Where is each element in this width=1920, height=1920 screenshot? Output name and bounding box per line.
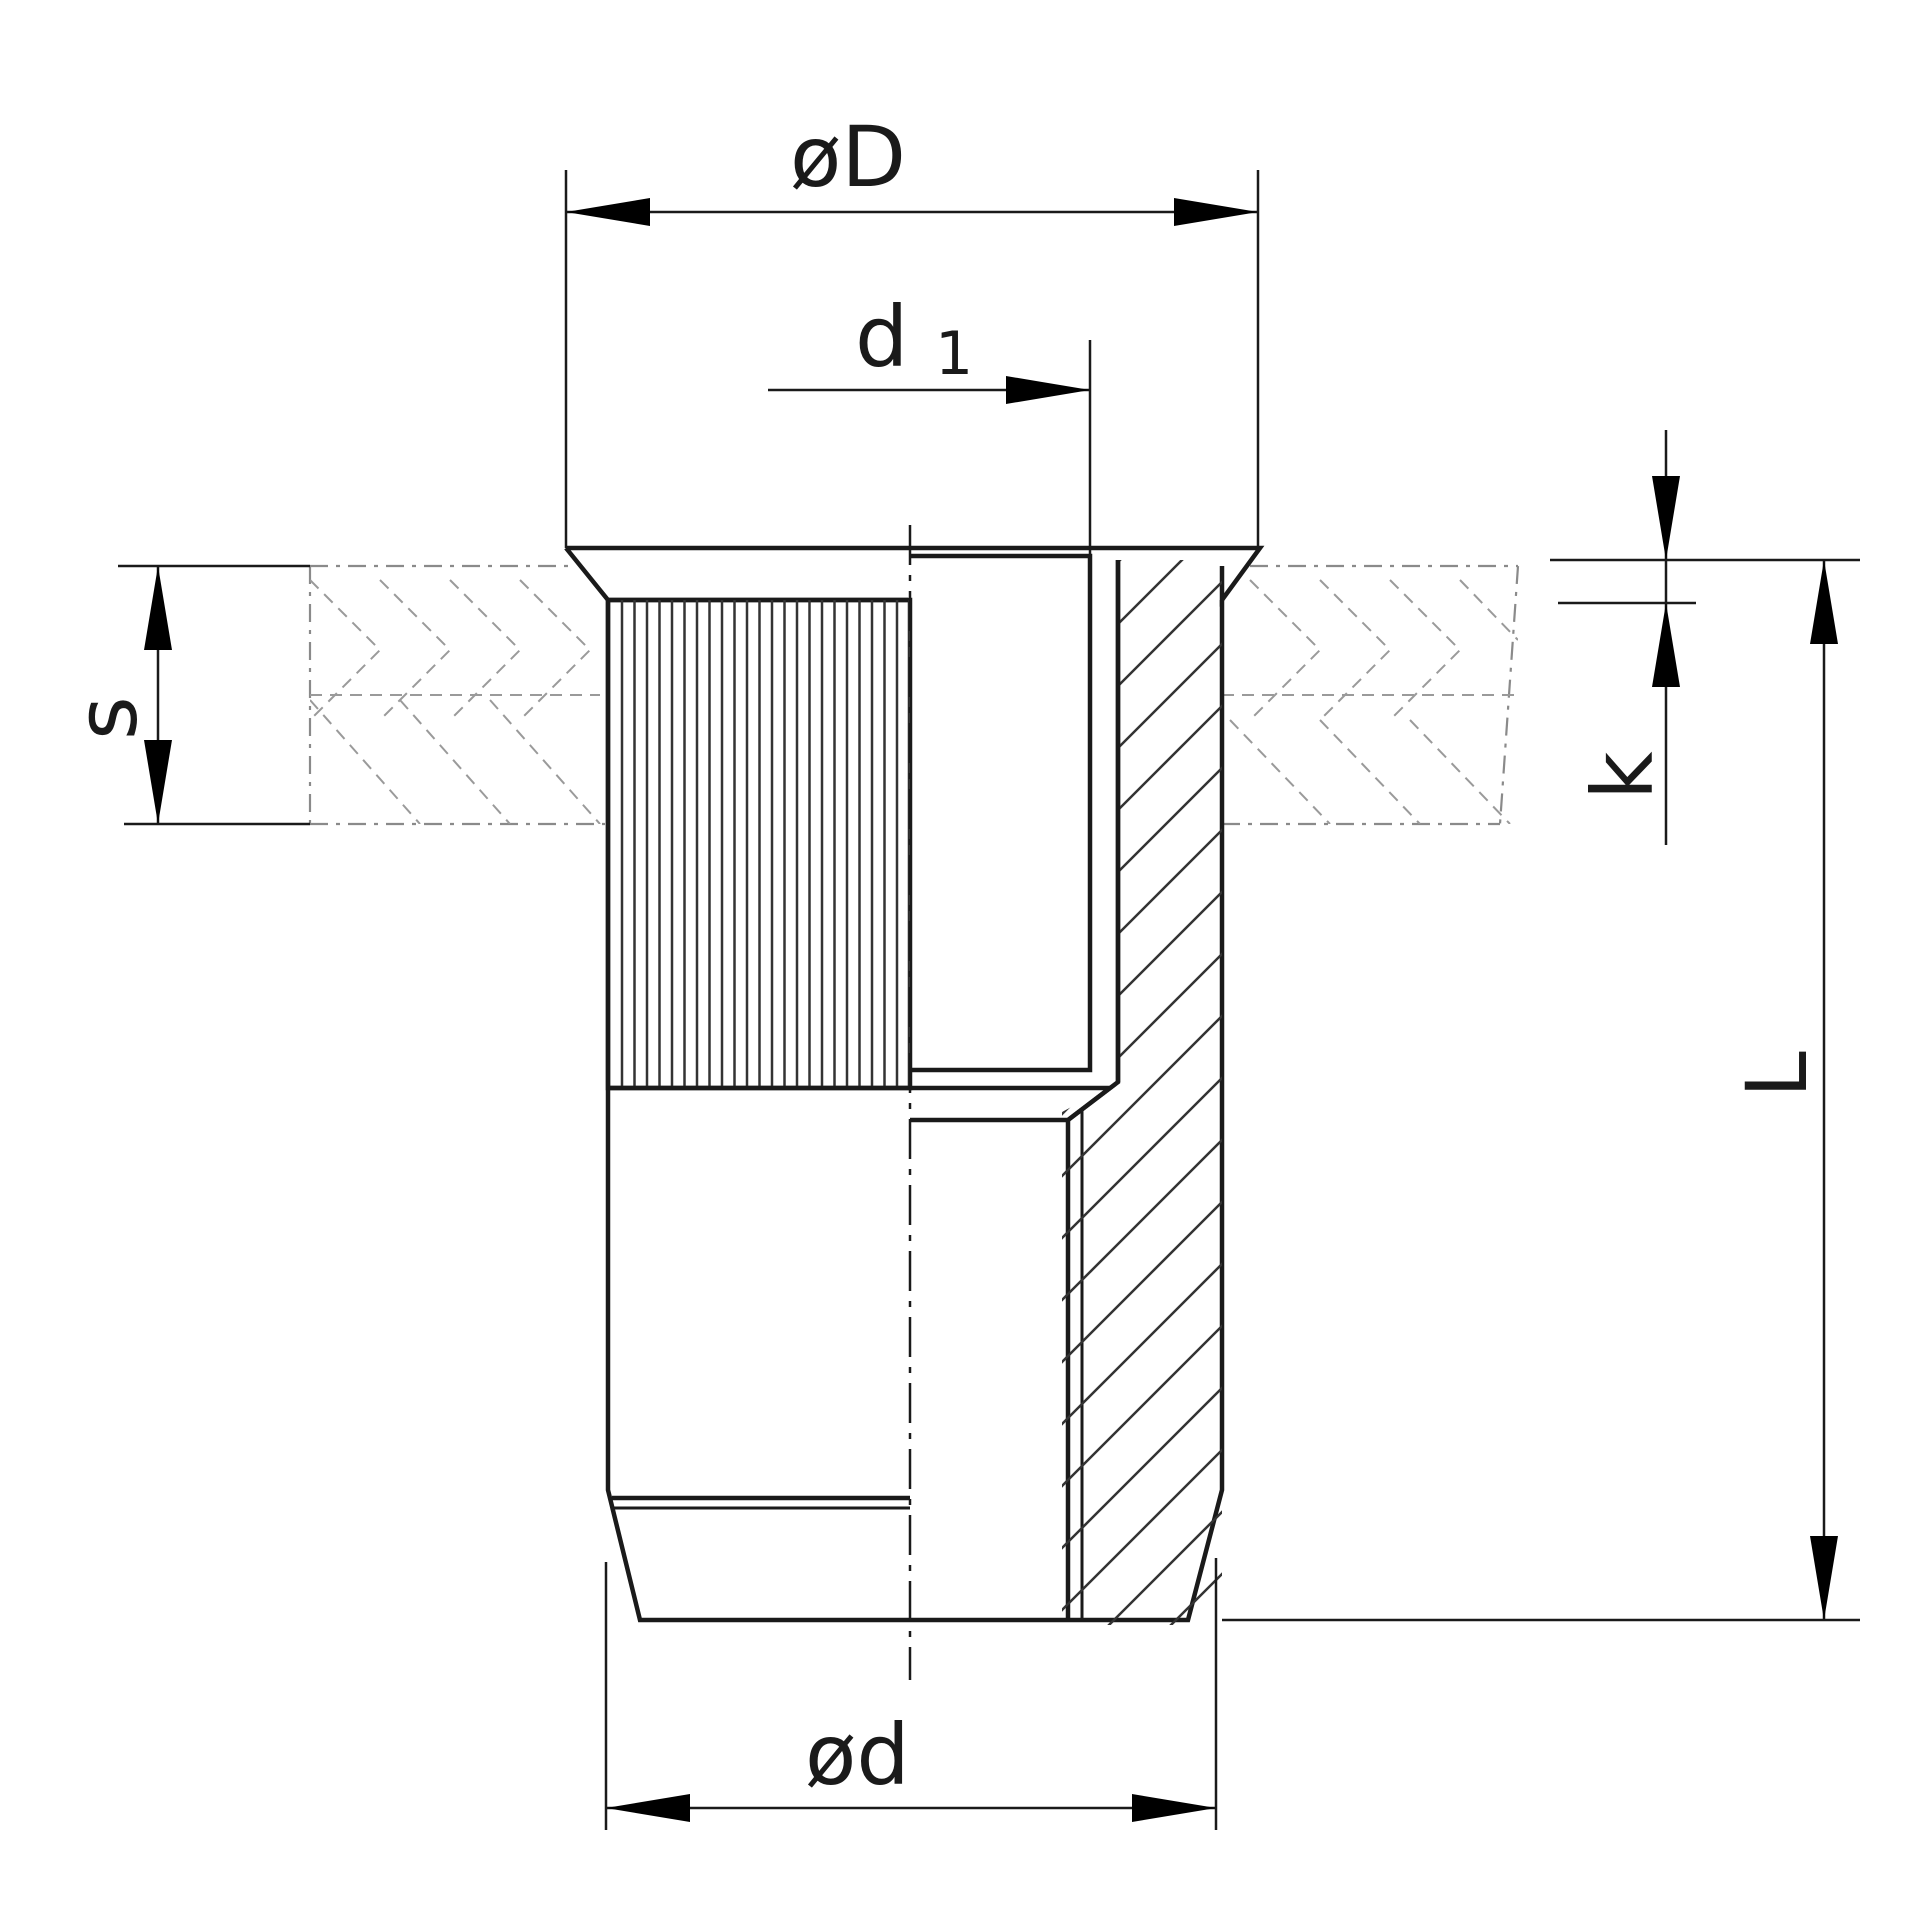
shank-body (605, 600, 1225, 1623)
section-hatch-line (1062, 560, 1222, 641)
section-hatch-line (1062, 687, 1222, 889)
dimension-shank-diameter: ød (604, 1558, 1218, 1830)
section-hatch-line (1062, 873, 1222, 1075)
section-hatch-line (1062, 935, 1222, 1137)
thread-diameter-label: d (855, 288, 908, 386)
section-hatch-line (1062, 1493, 1222, 1625)
outer-diameter-label: øD (790, 108, 906, 206)
section-hatch-line (1062, 1183, 1222, 1385)
head-height-label: k (1574, 751, 1672, 800)
sheet-thickness-label: s (58, 696, 156, 740)
length-label: L (1728, 1051, 1826, 1098)
sheet-material-left (308, 564, 605, 826)
dimension-outer-diameter: øD (564, 108, 1260, 548)
knurled-section (605, 597, 913, 1091)
section-hatch-line (1062, 997, 1222, 1199)
section-hatch-line (1062, 1307, 1222, 1509)
section-hatch-line (1062, 560, 1222, 703)
section-hatch-line (1062, 1245, 1222, 1447)
dimension-thread-diameter: d 1 (768, 288, 1092, 556)
section-hatch-line (1062, 625, 1222, 827)
dimension-head-height: k (1550, 430, 1860, 845)
dimension-length: L (1222, 560, 1860, 1622)
section-hatch-line (1062, 1059, 1222, 1261)
section-hatch-line (1062, 1431, 1222, 1625)
section-hatch-line (1062, 1121, 1222, 1323)
section-hatch-line (1062, 811, 1222, 1013)
shank-diameter-label: ød (805, 1706, 910, 1804)
section-hatch-line (1062, 749, 1222, 951)
section-hatch-line (1062, 1555, 1222, 1625)
sheet-material-right (1222, 564, 1520, 826)
section-hatch-line (1062, 1369, 1222, 1571)
thread-diameter-subscript: 1 (935, 319, 973, 389)
section-hatch-line (1062, 563, 1222, 765)
dimension-sheet-thickness: s (58, 564, 310, 826)
